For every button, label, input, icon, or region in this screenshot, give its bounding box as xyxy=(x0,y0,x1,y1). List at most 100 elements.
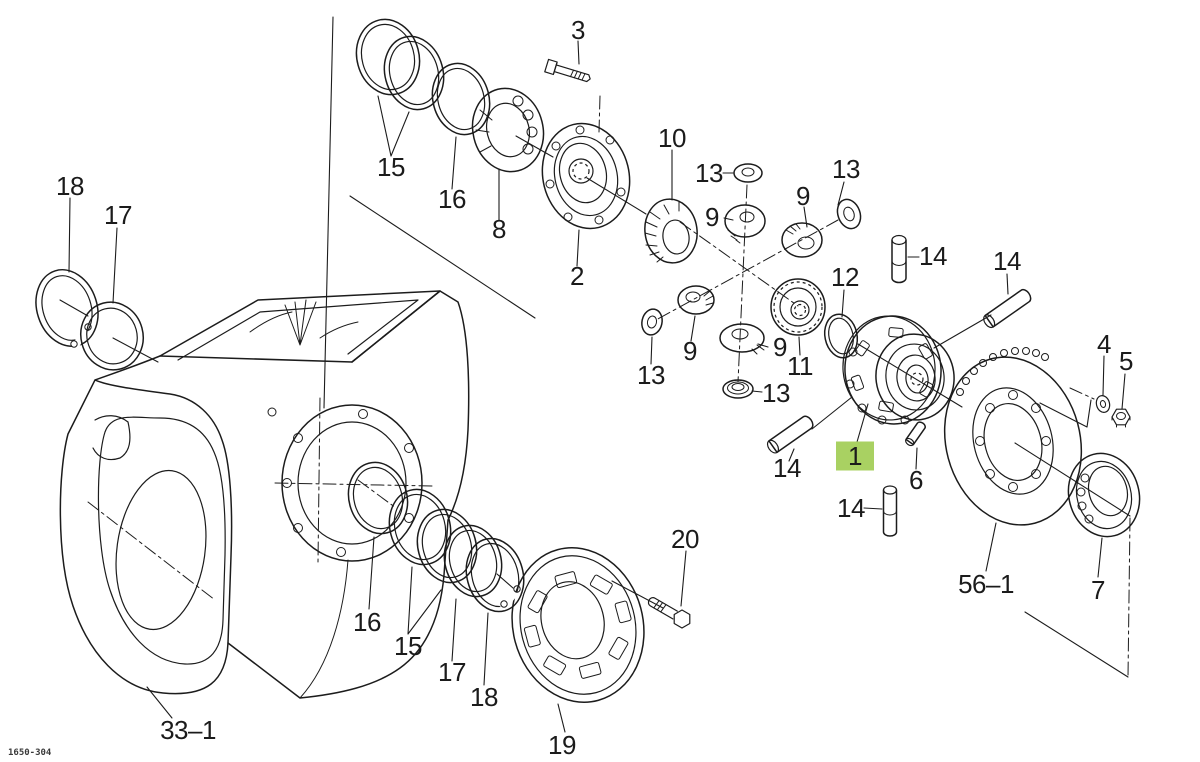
callout-label: 14 xyxy=(993,246,1021,276)
highlight-box xyxy=(836,441,874,471)
spider-gear-9-right xyxy=(781,222,823,258)
callout-6[interactable]: 6 xyxy=(909,465,924,495)
callout-label: 15 xyxy=(377,152,405,182)
callout-56-1[interactable]: 56–1 xyxy=(958,569,1014,599)
bevel-gear-10 xyxy=(644,198,698,264)
roll-pin-6 xyxy=(905,421,926,447)
bolt-20-install-line xyxy=(611,580,664,609)
callout-3[interactable]: 3 xyxy=(571,15,586,45)
callout-label: 56–1 xyxy=(958,569,1014,599)
bearing-8 xyxy=(471,87,554,173)
callout-9[interactable]: 9 xyxy=(705,202,720,232)
callout-label: 9 xyxy=(773,332,787,362)
callout-label: 33–1 xyxy=(160,715,216,745)
callout-label: 3 xyxy=(571,15,585,45)
callout-13[interactable]: 13 xyxy=(695,158,723,188)
callout-14[interactable]: 14 xyxy=(773,453,801,483)
callout-18[interactable]: 18 xyxy=(56,171,84,201)
callout-14[interactable]: 14 xyxy=(919,241,947,271)
snap-ring-18-bottom xyxy=(465,537,525,613)
install-line xyxy=(857,343,963,408)
callout-label: 18 xyxy=(470,682,498,712)
callout-label: 10 xyxy=(658,123,686,153)
callout-label: 5 xyxy=(1119,346,1133,376)
callout-label: 7 xyxy=(1091,575,1105,605)
callout-20[interactable]: 20 xyxy=(671,524,699,554)
pin-14-lower-left xyxy=(766,415,814,454)
callout-label: 4 xyxy=(1097,329,1111,359)
axle-centerline xyxy=(1127,517,1131,678)
callout-14[interactable]: 14 xyxy=(993,246,1021,276)
callout-10[interactable]: 10 xyxy=(658,123,686,153)
callout-label: 17 xyxy=(104,200,132,230)
thrust-washer-13-top xyxy=(733,163,763,183)
callout-label: 9 xyxy=(705,202,719,232)
callout-15[interactable]: 15 xyxy=(394,631,422,661)
callout-2[interactable]: 2 xyxy=(570,261,585,291)
snap-ring-18-top xyxy=(35,269,99,350)
callout-14[interactable]: 14 xyxy=(837,493,865,523)
figure-code: 1650-304 xyxy=(8,748,52,758)
callout-13[interactable]: 13 xyxy=(832,154,860,184)
callout-15[interactable]: 15 xyxy=(377,152,405,182)
spring-washer-13-bottom xyxy=(722,379,754,399)
flange-2 xyxy=(541,122,647,230)
callout-label: 13 xyxy=(832,154,860,184)
callout-11[interactable]: 11 xyxy=(787,351,814,381)
bolt-hole-line xyxy=(1039,399,1092,428)
callout-label: 11 xyxy=(787,351,813,381)
callout-1[interactable]: 1 xyxy=(836,441,874,471)
callout-label: 14 xyxy=(919,241,947,271)
pin-14-bottom xyxy=(882,485,898,537)
callout-17[interactable]: 17 xyxy=(104,200,132,230)
axle-centerline xyxy=(1024,611,1129,678)
callout-16[interactable]: 16 xyxy=(353,607,381,637)
callout-label: 14 xyxy=(837,493,865,523)
diff-case-1 xyxy=(842,315,955,425)
ring-gear-56-1 xyxy=(943,347,1083,526)
callout-label: 19 xyxy=(548,730,576,760)
callout-5[interactable]: 5 xyxy=(1119,346,1134,376)
callout-label: 16 xyxy=(438,184,466,214)
ring-17-top xyxy=(80,301,159,371)
thrust-washer-13-left xyxy=(641,308,663,336)
callout-18[interactable]: 18 xyxy=(470,682,498,712)
callout-4[interactable]: 4 xyxy=(1097,329,1112,359)
callout-13[interactable]: 13 xyxy=(762,378,790,408)
bearing-7 xyxy=(1067,452,1141,538)
leader-lines xyxy=(68,40,1126,733)
spider-gear-9-bottom xyxy=(719,323,765,355)
callout-13[interactable]: 13 xyxy=(637,360,665,390)
callout-label: 13 xyxy=(695,158,723,188)
callout-7[interactable]: 7 xyxy=(1091,575,1106,605)
callout-label: 18 xyxy=(56,171,84,201)
hub-plate-19 xyxy=(511,547,645,703)
callout-12[interactable]: 12 xyxy=(831,262,859,292)
reference-line xyxy=(323,16,334,409)
callout-label: 17 xyxy=(438,657,466,687)
callout-17[interactable]: 17 xyxy=(438,657,466,687)
housing-33-1 xyxy=(59,290,470,699)
callout-9[interactable]: 9 xyxy=(796,181,811,211)
callout-label: 16 xyxy=(353,607,381,637)
install-line xyxy=(811,396,853,430)
washer-4 xyxy=(1095,395,1111,413)
callout-label: 15 xyxy=(394,631,422,661)
shim-rings-15-bottom xyxy=(388,488,478,584)
callout-16[interactable]: 16 xyxy=(438,184,466,214)
callout-label: 1 xyxy=(848,441,862,471)
callout-19[interactable]: 19 xyxy=(548,730,576,760)
callout-8[interactable]: 8 xyxy=(492,214,507,244)
callout-label: 6 xyxy=(909,465,923,495)
callout-label: 13 xyxy=(637,360,665,390)
spider-gear-9-left xyxy=(677,285,715,315)
callout-33-1[interactable]: 33–1 xyxy=(160,715,216,745)
callout-9[interactable]: 9 xyxy=(683,336,698,366)
callout-9[interactable]: 9 xyxy=(773,332,788,362)
callout-label: 12 xyxy=(831,262,859,292)
callout-label: 9 xyxy=(796,181,810,211)
thrust-washer-13-right xyxy=(836,198,862,230)
bolt-20 xyxy=(647,597,691,629)
